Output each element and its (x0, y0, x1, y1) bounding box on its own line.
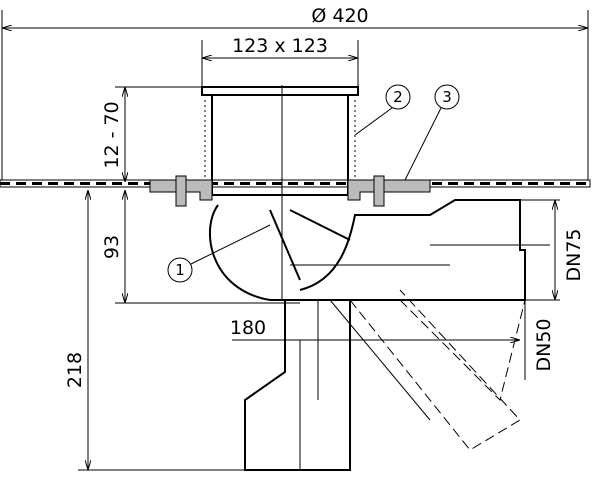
svg-text:3: 3 (442, 88, 452, 106)
callout-1: 1 (167, 224, 271, 283)
svg-text:2: 2 (393, 88, 403, 106)
callout-3: 3 (404, 84, 460, 181)
grate-body (149, 85, 431, 300)
height-93-label: 93 (101, 235, 123, 259)
offset-dimension: 180 (230, 317, 520, 340)
diameter-label: Ø 420 (311, 5, 368, 27)
callout-2: 2 (354, 84, 411, 136)
dn-dimensions: DN75 DN50 (524, 200, 585, 380)
grate-dimension: 123 x 123 (201, 35, 359, 90)
grate-size-label: 123 x 123 (232, 35, 328, 57)
diameter-dimension: Ø 420 (1, 5, 589, 185)
membrane-layer (0, 179, 591, 188)
height-range-label: 12 - 70 (101, 101, 123, 168)
height-218-label: 218 (64, 352, 86, 388)
dn50-label: DN50 (533, 318, 555, 371)
height-dimensions: 12 - 70 93 218 (64, 86, 300, 471)
offset-180-label: 180 (230, 317, 266, 339)
alternative-outlet (329, 289, 526, 451)
drain-bowl (208, 199, 560, 301)
dn75-label: DN75 (563, 228, 585, 281)
vertical-outlet (244, 300, 351, 471)
svg-text:1: 1 (175, 261, 185, 279)
